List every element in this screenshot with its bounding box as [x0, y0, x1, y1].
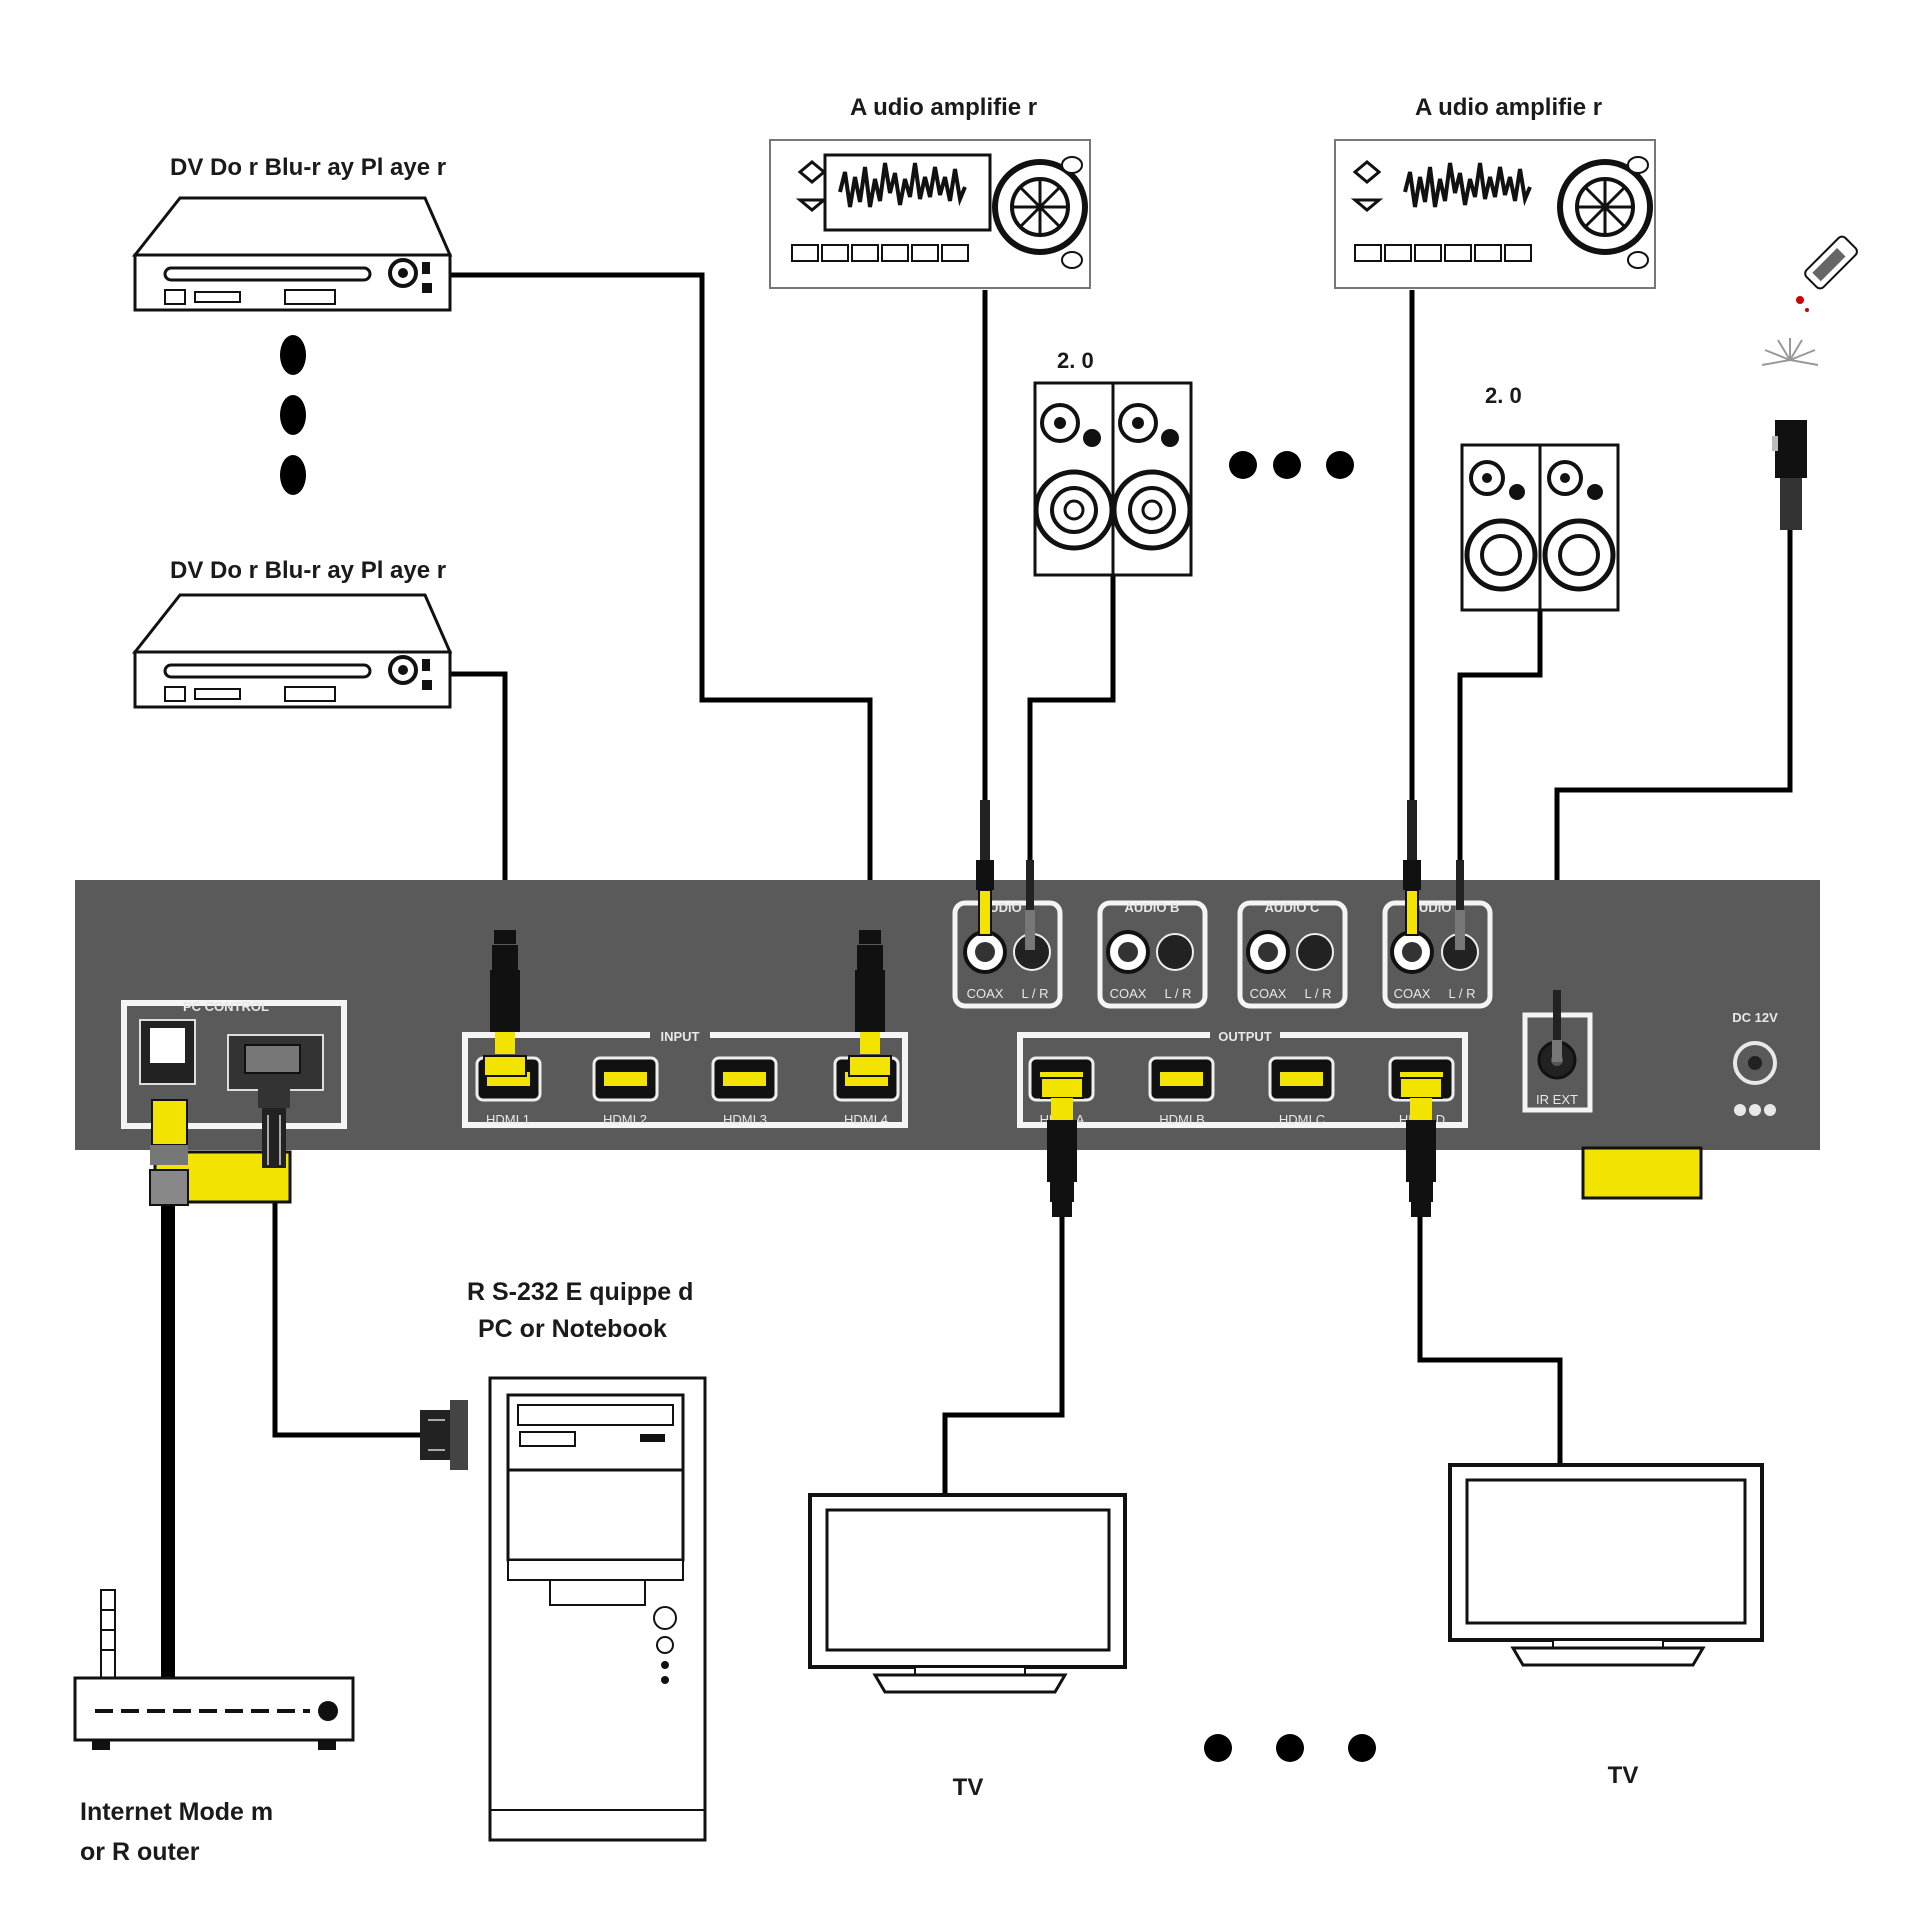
ir-plug: [1552, 990, 1562, 1062]
audio-b-coax-label: COAX: [1110, 986, 1147, 1001]
hdmi-plug-in-1: [483, 930, 527, 1077]
cables: [161, 272, 1793, 1680]
hdmi-in-label-4: HDMI 4: [844, 1112, 888, 1127]
audio-c-label: AUDIO C: [1265, 900, 1321, 915]
audio-amplifier-1-label: A udio amplifie r: [850, 94, 1037, 121]
audio-d-coax-label: COAX: [1394, 986, 1431, 1001]
dvd-player-1: [131, 196, 453, 312]
audio-amplifier-2-label: A udio amplifie r: [1415, 94, 1602, 121]
rs232-label-line2: PC or Notebook: [478, 1315, 667, 1343]
remote-control-icon: [1796, 235, 1858, 312]
audio-port-c: AUDIO C COAX L / R: [1237, 900, 1348, 1009]
dvd-player-1-label: DV Do r Blu-r ay Pl aye r: [170, 154, 446, 181]
tv-2-icon: [1448, 1463, 1764, 1667]
dc-power-port: DC 12V: [1732, 1010, 1778, 1116]
audio-plug-d-coax: [1403, 800, 1421, 936]
hdmi-plug-out-a: [1040, 1077, 1084, 1217]
audio-d-lr-label: L / R: [1449, 986, 1476, 1001]
modem-label-line1: Internet Mode m: [80, 1798, 273, 1826]
router-icon: [73, 1589, 355, 1750]
pc-control-label: PC CONTROL: [183, 999, 269, 1014]
audio-d-label: AUDIO D: [1410, 900, 1465, 915]
output-label: OUTPUT: [1218, 1029, 1272, 1044]
audio-b-label: AUDIO B: [1125, 900, 1180, 915]
rj45-plug: [149, 1099, 189, 1206]
cable-rs232-pc: [272, 1195, 420, 1438]
audio-plug-d-lr: [1455, 860, 1465, 950]
tv-1-label: TV: [953, 1774, 984, 1801]
audio-port-b: AUDIO B COAX L / R: [1097, 900, 1208, 1009]
audio-plug-a-lr: [1025, 860, 1035, 950]
modem-label-line2: or R outer: [80, 1838, 200, 1866]
audio-amplifier-2: [1334, 139, 1656, 289]
cable-speaker2-audio-d: [1457, 610, 1543, 920]
audio-port-a: AUDIO A COAX L / R: [952, 900, 1063, 1009]
tv-1-icon: [808, 1493, 1127, 1694]
ellipsis-tvs: [1204, 1734, 1376, 1762]
tv-2-label: TV: [1608, 1762, 1639, 1789]
dc-label: DC 12V: [1732, 1010, 1778, 1025]
pc-control-group: PC CONTROL: [121, 999, 347, 1129]
speaker-pair-2-label: 2. 0: [1485, 383, 1522, 408]
hdmi-out-port-b: [1148, 1056, 1215, 1102]
hdmi-input-group: INPUT HDMI 1 HDMI 2 HDMI 3 HDMI 4: [462, 1028, 908, 1128]
speaker-pair-2: [1460, 443, 1620, 612]
audio-amplifier-1: [769, 139, 1091, 289]
cable-dvd1-hdmi4: [450, 272, 873, 945]
audio-b-lr-label: L / R: [1165, 986, 1192, 1001]
hdmi-out-port-c: [1268, 1056, 1335, 1102]
speaker-pair-1: [1033, 381, 1193, 577]
dvd-player-2: [131, 593, 453, 709]
rack-foot-right: [1581, 1146, 1703, 1200]
hdmi-plug-out-d: [1399, 1077, 1443, 1217]
db9-plug-pc: [420, 1400, 468, 1470]
cable-hdmi-d-tv2: [1417, 1215, 1563, 1465]
input-label: INPUT: [661, 1029, 700, 1044]
audio-a-coax-label: COAX: [967, 986, 1004, 1001]
ellipsis-speakers: [1229, 451, 1354, 479]
cable-hdmi-a-tv1: [942, 1215, 1065, 1495]
hdmi-in-port-2: [592, 1056, 659, 1102]
hdmi-out-label-c: HDMI C: [1279, 1112, 1325, 1127]
cable-speaker1-audio-a: [1027, 575, 1116, 920]
hdmi-in-label-3: HDMI 3: [723, 1112, 767, 1127]
audio-a-lr-label: L / R: [1022, 986, 1049, 1001]
cable-dvd2-hdmi1: [450, 671, 508, 945]
hdmi-in-port-3: [711, 1056, 778, 1102]
audio-c-coax-label: COAX: [1250, 986, 1287, 1001]
hdmi-in-label-1: HDMI 1: [486, 1112, 530, 1127]
hdmi-in-label-2: HDMI 2: [603, 1112, 647, 1127]
db9-plug-panel: [258, 1088, 290, 1168]
ellipsis-dvd: [280, 335, 306, 495]
ir-receiver-icon: [1761, 338, 1819, 530]
pc-tower-icon: [488, 1376, 707, 1842]
dvd-player-2-label: DV Do r Blu-r ay Pl aye r: [170, 557, 446, 584]
rs232-label-line1: R S-232 E quippe d: [467, 1278, 693, 1306]
audio-plug-a-coax: [976, 800, 994, 936]
hdmi-out-label-b: HDMI B: [1159, 1112, 1205, 1127]
speaker-pair-1-label: 2. 0: [1057, 348, 1094, 373]
hdmi-plug-in-4: [848, 930, 892, 1077]
audio-c-lr-label: L / R: [1305, 986, 1332, 1001]
ir-ext-label: IR EXT: [1536, 1092, 1578, 1107]
audio-a-label: AUDIO A: [980, 900, 1035, 915]
